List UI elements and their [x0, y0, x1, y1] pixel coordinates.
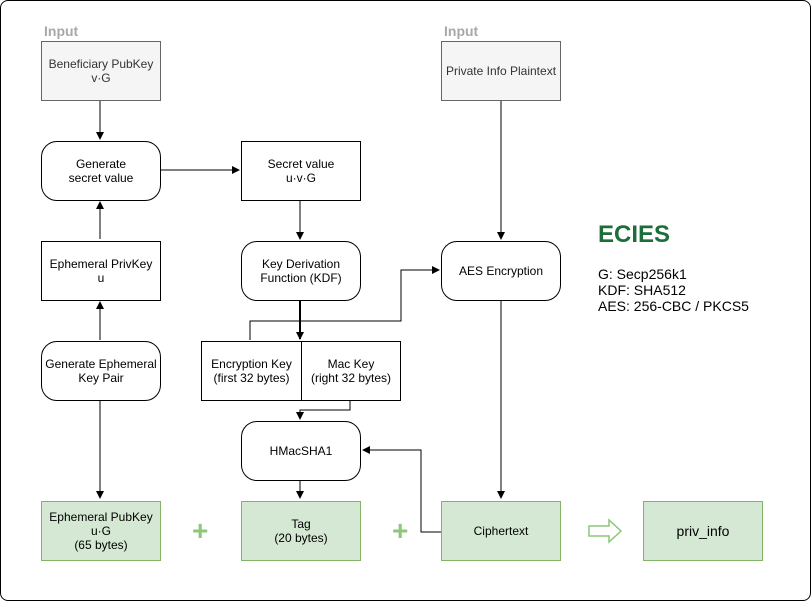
- ecies-title: ECIES: [598, 221, 671, 248]
- secret-value-box[interactable]: Secret value u·v·G: [241, 141, 361, 201]
- ciphertext-box[interactable]: Ciphertext: [441, 501, 561, 561]
- private-plaintext-box[interactable]: Private Info Plaintext: [441, 41, 561, 101]
- hollow-arrow-to-priv-info: [588, 518, 623, 544]
- ephemeral-pubkey-box[interactable]: Ephemeral PubKey u·G (65 bytes): [41, 501, 161, 561]
- kdf-box[interactable]: Key Derivation Function (KDF): [241, 241, 361, 301]
- priv-info-box[interactable]: priv_info: [643, 501, 763, 561]
- beneficiary-pubkey-box[interactable]: Beneficiary PubKey v·G: [41, 41, 161, 101]
- generate-keypair-box[interactable]: Generate Ephemeral Key Pair: [41, 341, 161, 401]
- input-label-left: Input: [44, 23, 79, 39]
- ecies-kdf: KDF: SHA512: [598, 282, 686, 298]
- arrow-ciphertext-to-hmac: [362, 446, 441, 533]
- ecies-curve: G: Secp256k1: [598, 266, 687, 282]
- generate-secret-box[interactable]: Generate secret value: [41, 141, 161, 201]
- encryption-key-box[interactable]: Encryption Key (first 32 bytes): [201, 341, 302, 401]
- aes-encryption-box[interactable]: AES Encryption: [441, 241, 561, 301]
- arrow-mackey-to-hmac: [296, 400, 351, 420]
- hmac-box[interactable]: HMacSHA1: [241, 421, 361, 481]
- plus-sign-1: +: [192, 515, 209, 546]
- ecies-parameters: G: Secp256k1 KDF: SHA512 AES: 256-CBC / …: [598, 266, 749, 314]
- ephemeral-privkey-box[interactable]: Ephemeral PrivKey u: [41, 241, 161, 301]
- tag-box[interactable]: Tag (20 bytes): [241, 501, 361, 561]
- mac-key-box[interactable]: Mac Key (right 32 bytes): [301, 341, 401, 401]
- arrow-enckey-to-aes: [249, 266, 440, 340]
- ecies-aes: AES: 256-CBC / PKCS5: [598, 298, 749, 314]
- input-label-right: Input: [444, 23, 479, 39]
- plus-sign-2: +: [392, 515, 409, 546]
